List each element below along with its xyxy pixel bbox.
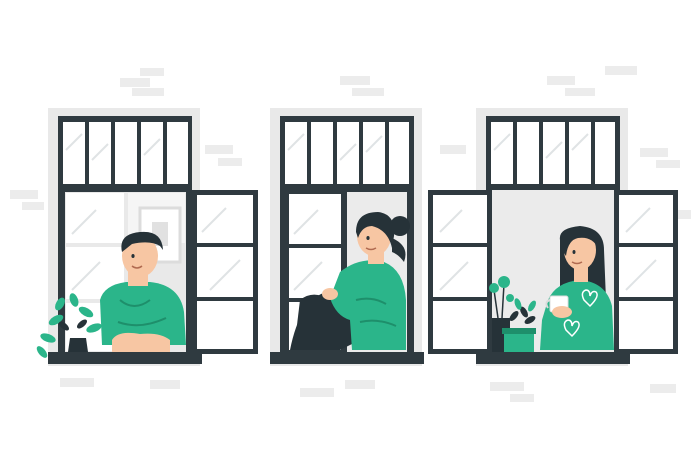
- window-right-open-sash-right: [614, 190, 678, 354]
- woman-sitting-hair: [356, 212, 395, 248]
- window-right-glare: [493, 133, 589, 159]
- man-head: [122, 235, 158, 277]
- woman-sitting: [290, 212, 410, 350]
- window-middle: [270, 108, 424, 366]
- window-left-transom: [63, 122, 188, 184]
- woman-sitting-shirt: [330, 260, 406, 350]
- man-shirt: [100, 282, 186, 345]
- potted-plants: [489, 276, 536, 352]
- window-left-sill: [48, 352, 202, 364]
- window-middle-sill: [270, 352, 424, 364]
- window-right-transom: [491, 122, 615, 184]
- window-middle-glare: [287, 133, 383, 161]
- leafy-plant: [36, 293, 102, 358]
- window-right: [428, 108, 678, 366]
- window-left-pane-glare: [71, 209, 101, 291]
- woman-sitting-hand: [322, 288, 338, 300]
- window-right-open-sash-left: [428, 190, 492, 354]
- man-leaning: [100, 231, 186, 352]
- window-left-glare: [65, 133, 161, 161]
- man-arms: [112, 332, 170, 352]
- man-hair: [121, 231, 163, 252]
- window-left-open-sash: [192, 190, 258, 354]
- woman-mug-hair-front: [561, 228, 599, 256]
- window-right-sill: [476, 352, 630, 364]
- mug: [545, 295, 572, 318]
- window-left: [36, 108, 258, 366]
- woman-with-mug: [540, 226, 614, 350]
